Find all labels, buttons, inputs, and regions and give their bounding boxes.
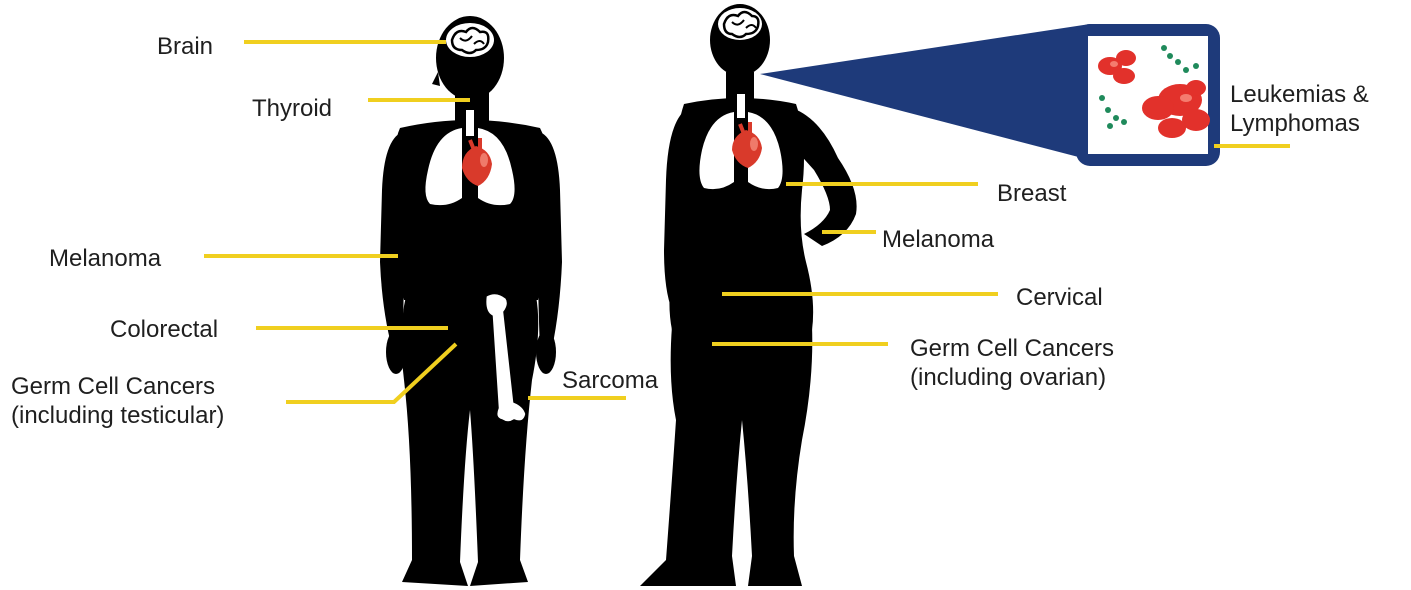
label-germ-cell-male-line1: Germ Cell Cancers bbox=[11, 372, 224, 401]
label-germ-cell-male: Germ Cell Cancers (including testicular) bbox=[11, 372, 224, 430]
label-leukemia: Leukemias & Lymphomas bbox=[1230, 80, 1369, 138]
label-leukemia-line1: Leukemias & bbox=[1230, 80, 1369, 109]
label-breast: Breast bbox=[997, 179, 1066, 208]
label-germ-cell-female-line2: (including ovarian) bbox=[910, 363, 1114, 392]
label-germ-cell-male-line2: (including testicular) bbox=[11, 401, 224, 430]
label-cervical: Cervical bbox=[1016, 283, 1103, 312]
label-germ-cell-female-line1: Germ Cell Cancers bbox=[910, 334, 1114, 363]
female-brain-icon bbox=[718, 8, 762, 40]
label-colorectal: Colorectal bbox=[110, 315, 218, 344]
label-brain: Brain bbox=[157, 32, 213, 61]
label-germ-cell-female: Germ Cell Cancers (including ovarian) bbox=[910, 334, 1114, 392]
label-melanoma-right: Melanoma bbox=[882, 225, 994, 254]
label-thyroid: Thyroid bbox=[252, 94, 332, 123]
male-brain-icon bbox=[446, 23, 494, 57]
label-leukemia-line2: Lymphomas bbox=[1230, 109, 1369, 138]
watermark: CX bbox=[562, 258, 651, 330]
label-melanoma-left: Melanoma bbox=[49, 244, 161, 273]
label-sarcoma: Sarcoma bbox=[562, 366, 658, 395]
